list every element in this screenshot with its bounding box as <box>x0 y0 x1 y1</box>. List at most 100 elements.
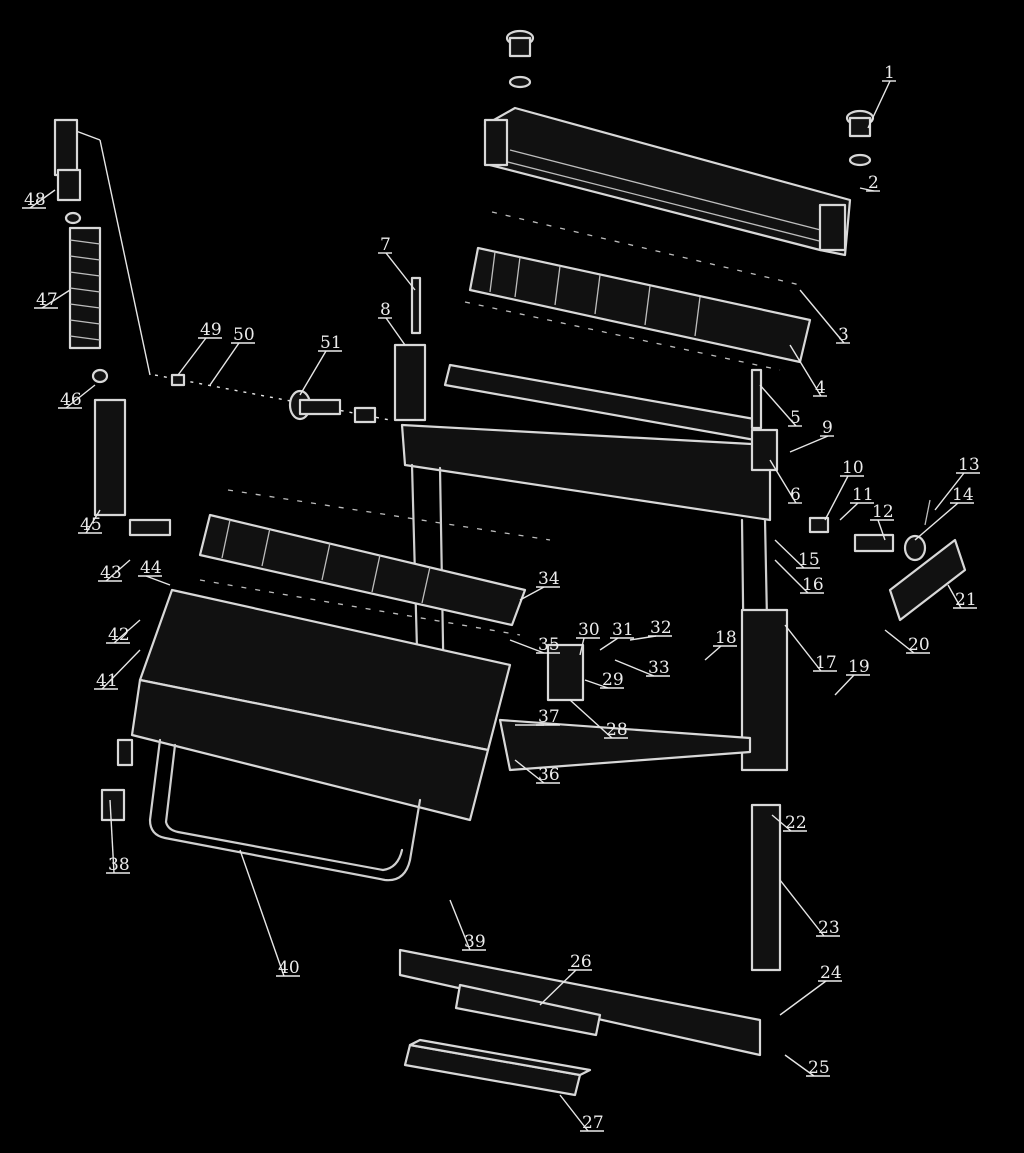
callout-leader-27 <box>559 1094 589 1132</box>
callout-number-37: 37 <box>538 707 560 727</box>
lower-bolt-rows <box>199 489 551 636</box>
callout-number-4: 4 <box>815 378 826 398</box>
callout-leader-9 <box>789 435 829 453</box>
callout-number-42: 42 <box>108 625 130 645</box>
callout-leader-16 <box>774 559 809 594</box>
callout-leader-20 <box>884 629 915 654</box>
callout-number-29: 29 <box>602 670 624 690</box>
top-clamp-bar <box>483 106 852 257</box>
callout-number-28: 28 <box>606 720 628 740</box>
callout-leader-40 <box>239 849 285 977</box>
callout-leader-48 <box>29 189 56 209</box>
callout-leader-17 <box>784 624 822 672</box>
callout-number-20: 20 <box>908 635 930 655</box>
callout-leader-41 <box>101 649 141 690</box>
callout-number-19: 19 <box>848 657 870 677</box>
callout-leader-43 <box>105 559 131 582</box>
callout-number-31: 31 <box>612 620 634 640</box>
callout-leader-8 <box>385 317 406 346</box>
callout-number-6: 6 <box>790 485 801 505</box>
callout-number-17: 17 <box>815 653 837 673</box>
clamp-knob-left <box>505 29 535 89</box>
upper-blade-holder <box>443 363 762 442</box>
callout-leader-13 <box>934 472 965 511</box>
callout-leader-46 <box>65 384 96 409</box>
callout-leader-19 <box>834 674 855 696</box>
callout-number-48: 48 <box>24 190 46 210</box>
callout-number-3: 3 <box>838 325 849 345</box>
callout-number-36: 36 <box>538 765 560 785</box>
callout-leader-10 <box>824 475 849 521</box>
callout-leader-15 <box>774 539 805 569</box>
callout-leader-14 <box>914 502 959 541</box>
callout-leader-11 <box>839 502 859 521</box>
callout-number-44: 44 <box>140 558 162 578</box>
callout-number-39: 39 <box>464 932 486 952</box>
left-post <box>393 276 427 422</box>
callout-number-10: 10 <box>842 458 864 478</box>
callout-leader-39 <box>449 899 471 951</box>
callout-number-22: 22 <box>785 813 807 833</box>
callout-number-1: 1 <box>884 63 895 83</box>
callout-leader-33 <box>614 659 655 677</box>
callout-leader-28 <box>569 699 613 739</box>
callout-leader-31 <box>599 637 619 651</box>
tube-stand <box>148 738 422 882</box>
callout-number-9: 9 <box>822 418 833 438</box>
callout-number-41: 41 <box>96 671 118 691</box>
callout-number-2: 2 <box>868 173 879 193</box>
callout-leader-30 <box>579 637 585 656</box>
callout-number-8: 8 <box>380 300 391 320</box>
callout-leader-47 <box>41 289 71 309</box>
axle-assembly <box>154 373 391 424</box>
callout-leader-7 <box>385 252 416 291</box>
callout-leader-49 <box>177 337 207 376</box>
callout-number-21: 21 <box>955 590 977 610</box>
callout-number-45: 45 <box>80 515 102 535</box>
callout-number-34: 34 <box>538 569 560 589</box>
callout-number-49: 49 <box>200 320 222 340</box>
callout-leader-24 <box>779 980 827 1016</box>
callout-leader-35 <box>509 639 545 654</box>
callout-number-13: 13 <box>958 455 980 475</box>
callout-leader-6 <box>769 459 797 504</box>
callout-leader-50 <box>209 342 240 386</box>
right-handle-parts <box>808 499 967 622</box>
upper-bolt-row <box>464 211 801 371</box>
callout-number-12: 12 <box>872 502 894 522</box>
callout-leader-12 <box>877 519 886 541</box>
callout-number-11: 11 <box>852 485 874 505</box>
callout-leader-5 <box>759 384 797 427</box>
callout-leader-42 <box>113 619 141 644</box>
right-post <box>750 368 779 472</box>
callout-leader-26 <box>539 969 577 1006</box>
callout-leader-3 <box>799 289 845 344</box>
callout-leader-25 <box>784 1054 815 1077</box>
callout-number-26: 26 <box>570 952 592 972</box>
callout-number-43: 43 <box>100 563 122 583</box>
callout-number-51: 51 <box>320 333 342 353</box>
callout-leader-29 <box>584 679 609 689</box>
callout-leader-51 <box>299 350 327 396</box>
callout-number-33: 33 <box>648 658 670 678</box>
lower-finger-blades <box>198 513 527 627</box>
callout-number-32: 32 <box>650 618 672 638</box>
callout-leader-44 <box>145 575 171 586</box>
callout-leader-4 <box>789 344 822 397</box>
bending-leaf <box>130 588 512 822</box>
callout-number-30: 30 <box>578 620 600 640</box>
callout-number-47: 47 <box>36 290 58 310</box>
callout-leader-38 <box>109 799 115 874</box>
callout-number-18: 18 <box>715 628 737 648</box>
callout-number-23: 23 <box>818 918 840 938</box>
callout-leader-36 <box>514 759 545 784</box>
callout-number-16: 16 <box>802 575 824 595</box>
callout-leader-18 <box>704 645 722 661</box>
callout-leader-1 <box>867 80 891 129</box>
callout-number-27: 27 <box>582 1113 604 1133</box>
callout-number-15: 15 <box>798 550 820 570</box>
part-callouts: 1234567891011121314151617181920212223242… <box>22 63 980 1133</box>
bending-linkage <box>498 643 752 772</box>
